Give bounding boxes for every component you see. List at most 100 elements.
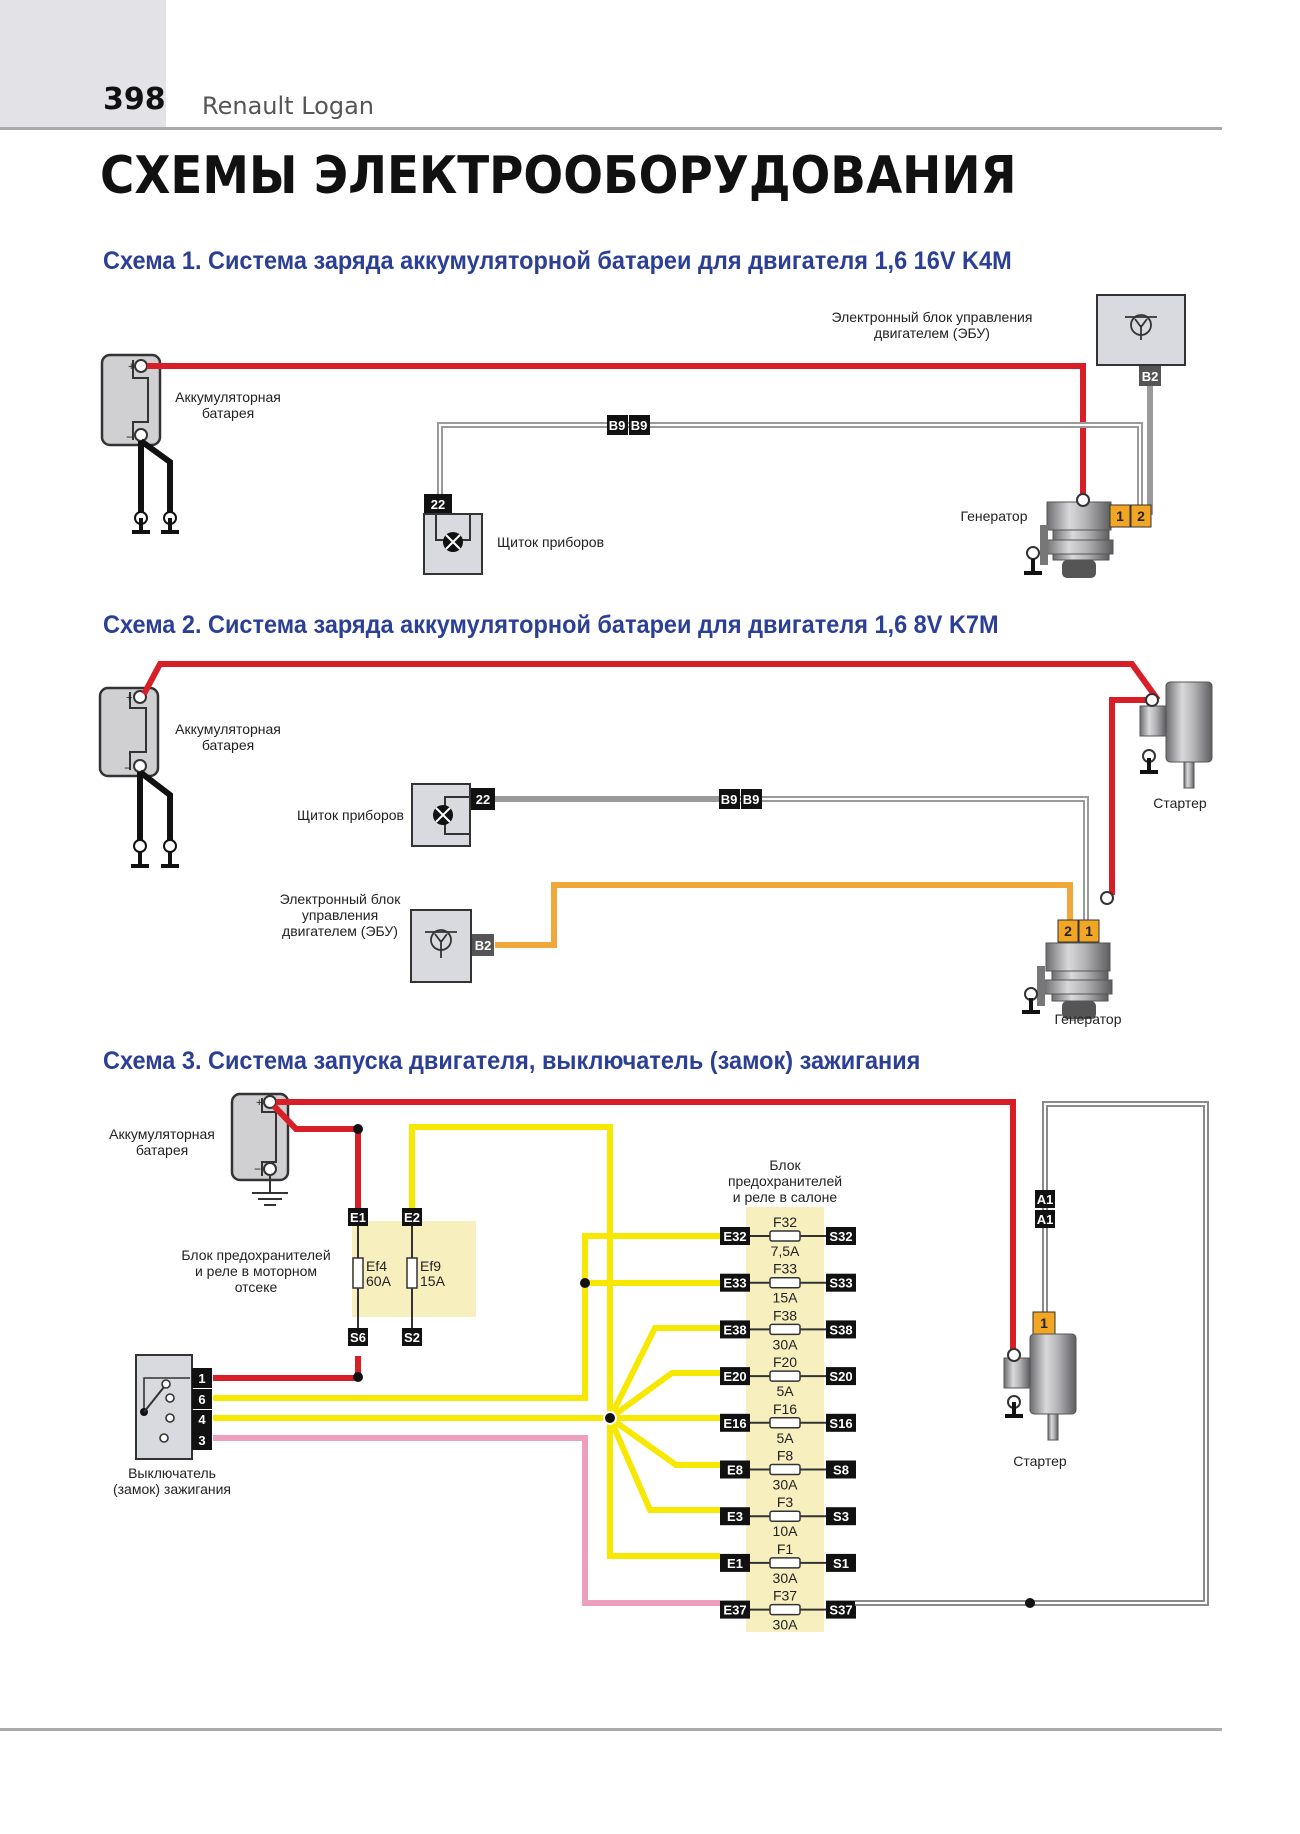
scheme3-switch-label-2: (замок) зажигания [113, 1481, 231, 1497]
fuse-rating: 5A [776, 1430, 794, 1446]
page-tab-block [0, 0, 166, 128]
fuse-rating: 30A [773, 1477, 799, 1493]
svg-text:1: 1 [1116, 508, 1124, 524]
fuse-output-pin: S20 [829, 1369, 852, 1384]
scheme3-starter-label: Стартер [1013, 1453, 1067, 1469]
scheme2-red-wire-generator [1109, 697, 1158, 895]
fuse-output-pin: S3 [833, 1509, 849, 1524]
fuse-name: F37 [773, 1588, 797, 1604]
fuse-rating: 10A [773, 1523, 799, 1539]
fuse-output-pin: S16 [829, 1416, 852, 1431]
scheme3-cabin-fuse-label-1: Блок [769, 1157, 801, 1173]
scheme3-diagram: + − Аккумуляторная батарея Ef4 60A Ef9 [109, 1092, 1209, 1633]
svg-text:1: 1 [1040, 1315, 1048, 1331]
scheme2-diagram: + − Аккумуляторная батарея 22 Щиток приб… [98, 661, 1213, 1027]
scheme3-engine-fuse-label-3: отсеке [235, 1279, 278, 1295]
scheme2-orange-wire [495, 882, 1073, 948]
fuse-output-pin: S1 [833, 1556, 849, 1571]
scheme3-engine-fuse-label-1: Блок предохранителей [181, 1247, 330, 1263]
fuse-input-pin: E3 [727, 1509, 743, 1524]
svg-text:4: 4 [198, 1412, 206, 1427]
scheme1-red-wire [147, 363, 1086, 502]
fuse-rating: 5A [776, 1383, 794, 1399]
scheme2-battery-label-2: батарея [202, 737, 254, 753]
ground-icon [252, 1192, 288, 1206]
svg-text:A1: A1 [1037, 1192, 1054, 1207]
battery-minus-terminal-icon [134, 428, 148, 442]
fuse-output-pin: S32 [829, 1229, 852, 1244]
scheme2-title: Схема 2. Система заряда аккумуляторной б… [103, 611, 999, 639]
fuse-icon [769, 1463, 801, 1476]
svg-text:+: + [256, 1097, 262, 1109]
scheme3-yellow-wires [213, 1124, 720, 1559]
scheme3-red-wire-switch [213, 1356, 361, 1381]
fuse-icon [769, 1510, 801, 1522]
ground-icon [159, 850, 181, 868]
svg-text:+: + [126, 692, 132, 704]
scheme1-battery-label-1: Аккумуляторная [175, 389, 281, 405]
svg-text:Ef9: Ef9 [420, 1258, 441, 1274]
fuse-input-pin: E38 [723, 1322, 746, 1337]
header-rule [0, 127, 1222, 130]
fuse-rating: 30A [773, 1617, 799, 1633]
fuse-icon [769, 1276, 801, 1289]
scheme3-cabin-fuse-label-3: и реле в салоне [733, 1189, 838, 1205]
fuse-output-pin: S38 [829, 1322, 852, 1337]
svg-text:B9: B9 [631, 418, 648, 433]
fuse-input-pin: E16 [723, 1416, 746, 1431]
fuse-rating: 30A [773, 1336, 799, 1352]
fuse-icon [769, 1603, 801, 1616]
fuse-icon [352, 1257, 364, 1289]
scheme2-red-wire-starter [141, 661, 1161, 702]
svg-text:6: 6 [198, 1392, 205, 1407]
svg-text:E1: E1 [350, 1210, 366, 1225]
scheme1-title: Схема 1. Система заряда аккумуляторной б… [103, 247, 1012, 275]
fuse-input-pin: E8 [727, 1463, 743, 1478]
battery-minus-sign: − [126, 430, 133, 444]
scheme2-dashboard: 22 [411, 783, 495, 847]
scheme3-switch-label-1: Выключатель [128, 1465, 216, 1481]
scheme2-starter-label: Стартер [1153, 795, 1207, 811]
scheme3-battery-label-1: Аккумуляторная [109, 1126, 215, 1142]
svg-text:B2: B2 [475, 938, 492, 953]
fuse-name: F3 [777, 1494, 794, 1510]
fuse-input-pin: E20 [723, 1369, 746, 1384]
fuse-input-pin: E33 [723, 1276, 746, 1291]
scheme1-ecu-label-1: Электронный блок управления [832, 309, 1033, 325]
scheme3-battery: + − [230, 1092, 290, 1206]
svg-text:3: 3 [198, 1433, 205, 1448]
page-title: СХЕМЫ ЭЛЕКТРООБОРУДОВАНИЯ [100, 146, 1017, 206]
scheme3-cabin-fuse-label-2: предохранителей [728, 1173, 842, 1189]
svg-text:1: 1 [198, 1371, 205, 1386]
svg-text:E2: E2 [404, 1210, 420, 1225]
scheme1-dashboard-label: Щиток приборов [497, 534, 604, 550]
scheme2-battery: + − [98, 686, 181, 868]
ground-icon [129, 850, 151, 868]
footer-rule [0, 1728, 1222, 1731]
svg-text:S6: S6 [350, 1330, 366, 1345]
scheme3-connector-a1: A1 A1 [1035, 1190, 1055, 1228]
fuse-output-pin: S33 [829, 1276, 852, 1291]
fuse-name: F16 [773, 1401, 797, 1417]
svg-text:−: − [254, 1162, 261, 1176]
scheme2-ecu: B2 [410, 909, 494, 983]
fuse-input-pin: E32 [723, 1229, 746, 1244]
scheme3-red-wire-fuse [271, 1103, 361, 1208]
svg-text:2: 2 [1137, 508, 1145, 524]
fuse-icon [769, 1557, 801, 1569]
svg-text:A1: A1 [1037, 1212, 1054, 1227]
svg-text:B9: B9 [609, 418, 626, 433]
scheme1-diagram: + − Аккумуляторная батарея B9 B9 [100, 294, 1186, 578]
svg-text:B9: B9 [721, 792, 738, 807]
fuse-output-pin: S37 [829, 1603, 852, 1618]
battery-plus-terminal-icon [134, 359, 148, 373]
scheme3-engine-fuse-label-2: и реле в моторном [195, 1263, 317, 1279]
book-title: Renault Logan [202, 92, 374, 120]
scheme2-ecu-label-1: Электронный блок [280, 891, 402, 907]
fuse-name: F20 [773, 1354, 797, 1370]
